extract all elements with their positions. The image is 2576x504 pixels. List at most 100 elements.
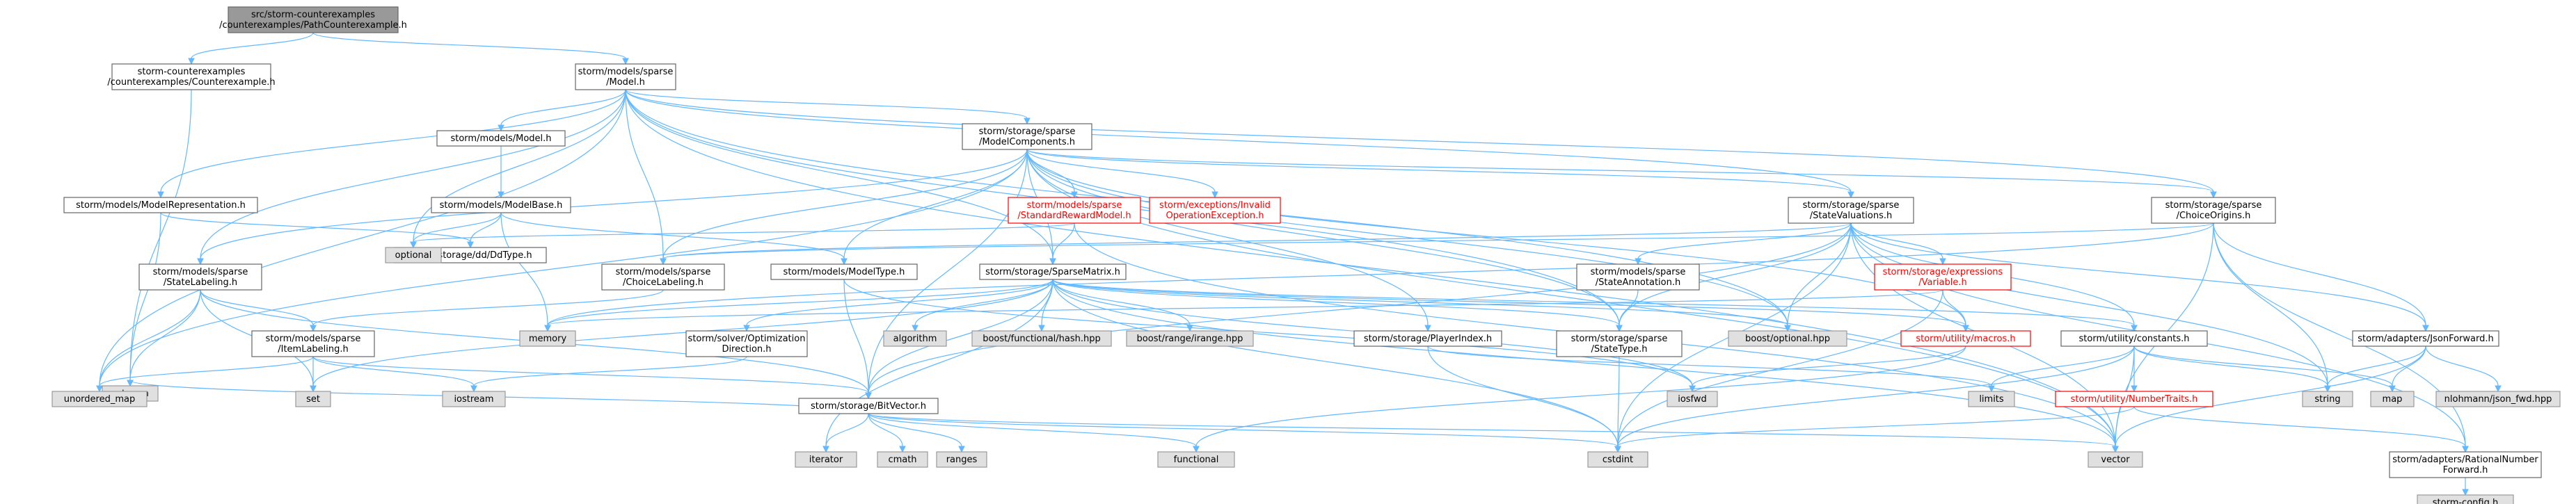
node-stateVals[interactable]: storm/storage/sparse/StateValuations.h	[1788, 197, 1914, 224]
node-box	[936, 451, 987, 468]
node-hashHpp: boost/functional/hash.hpp	[971, 330, 1112, 347]
node-numberTraits[interactable]: storm/utility/NumberTraits.h	[2055, 391, 2213, 407]
node-label: storm/models/sparse	[266, 334, 361, 344]
edge-modelComponents-to-vector	[1026, 149, 2119, 453]
node-root[interactable]: src/storm-counterexamples/counterexample…	[219, 6, 407, 33]
node-box	[1576, 263, 1700, 291]
node-bitVector[interactable]: storm/storage/BitVector.h	[798, 398, 939, 414]
node-stateLabeling[interactable]: storm/models/sparse/StateLabeling.h	[138, 263, 262, 291]
node-label: Forward.h	[2443, 465, 2488, 475]
node-stormConfig: storm-config.h	[2417, 494, 2514, 504]
node-box	[251, 330, 375, 357]
node-label: ranges	[946, 455, 978, 465]
node-label: storm/models/sparse	[616, 267, 711, 277]
node-cex[interactable]: storm-counterexamples/counterexamples/Co…	[107, 63, 276, 90]
node-label: storm/models/Model.h	[450, 133, 551, 144]
node-choiceLabeling[interactable]: storm/models/sparse/ChoiceLabeling.h	[601, 263, 725, 291]
node-macros[interactable]: storm/utility/macros.h	[1900, 330, 2031, 347]
node-cstdint: cstdint	[1587, 451, 1648, 468]
node-ranges: ranges	[936, 451, 987, 468]
node-label: storm/storage/sparse	[1571, 334, 1668, 344]
node-label: /StateType.h	[1591, 344, 1647, 355]
node-box	[2055, 391, 2213, 407]
node-stateType[interactable]: storm/storage/sparse/StateType.h	[1556, 330, 1683, 357]
node-playerIndex[interactable]: storm/storage/PlayerIndex.h	[1353, 330, 1502, 347]
edge-bitVector-to-cmath	[868, 413, 906, 453]
node-label: unordered_map	[64, 394, 136, 405]
node-box	[2417, 494, 2514, 504]
node-box	[2088, 451, 2143, 468]
edge-choiceOrigins-to-jsonForward	[2213, 222, 2429, 332]
node-box	[2389, 451, 2542, 478]
node-label: boost/functional/hash.hpp	[983, 334, 1101, 344]
node-box	[138, 263, 262, 291]
edge-modelComponents-to-stateLabeling	[197, 149, 1028, 266]
node-label: boost/optional.hpp	[1745, 334, 1830, 344]
node-itemLabeling[interactable]: storm/models/sparse/ItemLabeling.h	[251, 330, 375, 357]
edge-sparseMatrix-to-optimizationDir	[743, 279, 1054, 332]
node-box	[436, 130, 566, 147]
node-constants[interactable]: storm/utility/constants.h	[2060, 330, 2208, 347]
node-label: storm/storage/sparse	[2165, 200, 2262, 211]
node-box	[2370, 391, 2415, 407]
node-box	[1157, 451, 1235, 468]
node-choiceOrigins[interactable]: storm/storage/sparse/ChoiceOrigins.h	[2151, 197, 2276, 224]
node-stateAnnotation[interactable]: storm/models/sparse/StateAnnotation.h	[1576, 263, 1700, 291]
edge-itemLabeling-to-iostream	[312, 356, 477, 393]
edge-stdReward-to-sparseMatrix	[1049, 222, 1075, 266]
node-label: iosfwd	[1678, 394, 1707, 405]
node-modelType[interactable]: storm/models/ModelType.h	[770, 263, 918, 280]
node-box	[519, 330, 576, 347]
edge-numberTraits-to-cstdint	[1614, 406, 2135, 453]
node-box	[795, 451, 857, 468]
node-label: storm/adapters/JsonForward.h	[2358, 334, 2493, 344]
node-modelComponents[interactable]: storm/storage/sparse/ModelComponents.h	[962, 123, 1092, 150]
node-jsonForward[interactable]: storm/adapters/JsonForward.h	[2352, 330, 2499, 347]
node-box	[971, 330, 1112, 347]
node-invalidOp[interactable]: storm/exceptions/InvalidOperationExcepti…	[1149, 197, 1281, 224]
node-sparseMatrix[interactable]: storm/storage/SparseMatrix.h	[979, 263, 1127, 280]
node-box	[1008, 197, 1141, 224]
node-box	[63, 197, 258, 213]
edge-modelComponents-to-stateVals	[1026, 149, 1854, 199]
edge-sparseMatrix-to-boostOptional	[1052, 279, 1791, 332]
edge-modelComponents-to-choiceOrigins	[1026, 149, 2217, 199]
edge-itemLabeling-to-bitVector	[312, 356, 872, 400]
edge-bitVector-to-iterator	[822, 413, 869, 453]
node-memory: memory	[519, 330, 576, 347]
node-label: storm/storage/sparse	[1803, 200, 1900, 211]
edge-stateLabeling-to-itemLabeling	[200, 289, 317, 332]
node-modelsModel[interactable]: storm/models/Model.h	[436, 130, 566, 147]
node-box	[111, 63, 271, 90]
node-model[interactable]: storm/models/sparse/Model.h	[575, 63, 676, 90]
node-label: /StateValuations.h	[1810, 211, 1893, 221]
node-box	[1556, 330, 1683, 357]
node-label: optional	[395, 250, 432, 261]
edge-stateLabeling-to-ostream	[127, 289, 201, 387]
node-box	[2435, 391, 2561, 407]
node-label: storm/adapters/RationalNumber	[2392, 455, 2538, 465]
node-label: /ItemLabeling.h	[278, 344, 349, 355]
edge-itemLabeling-to-unorderedMap	[96, 356, 314, 393]
node-limits: limits	[1968, 391, 2015, 407]
node-modelRep[interactable]: storm/models/ModelRepresentation.h	[63, 197, 258, 213]
edge-bitVector-to-cstdint	[868, 413, 1621, 453]
node-cmath: cmath	[877, 451, 928, 468]
node-modelBase[interactable]: storm/models/ModelBase.h	[431, 197, 571, 213]
node-box	[51, 391, 148, 407]
node-label: /ChoiceLabeling.h	[623, 277, 703, 288]
node-box	[1126, 330, 1254, 347]
edge-jsonForward-to-map	[2389, 346, 2426, 393]
edge-modelBase-to-optional	[410, 212, 502, 249]
node-label: OperationException.h	[1166, 211, 1264, 221]
node-label: storm/models/ModelRepresentation.h	[76, 200, 246, 211]
edge-stdReward-to-optional	[410, 222, 1075, 249]
node-box	[877, 451, 928, 468]
node-label: algorithm	[893, 334, 937, 344]
node-iosfwd: iosfwd	[1667, 391, 1718, 407]
node-stdReward[interactable]: storm/models/sparse/StandardRewardModel.…	[1008, 197, 1141, 224]
node-variable[interactable]: storm/storage/expressions/Variable.h	[1874, 263, 2012, 291]
node-label: storm/exceptions/Invalid	[1159, 200, 1271, 211]
